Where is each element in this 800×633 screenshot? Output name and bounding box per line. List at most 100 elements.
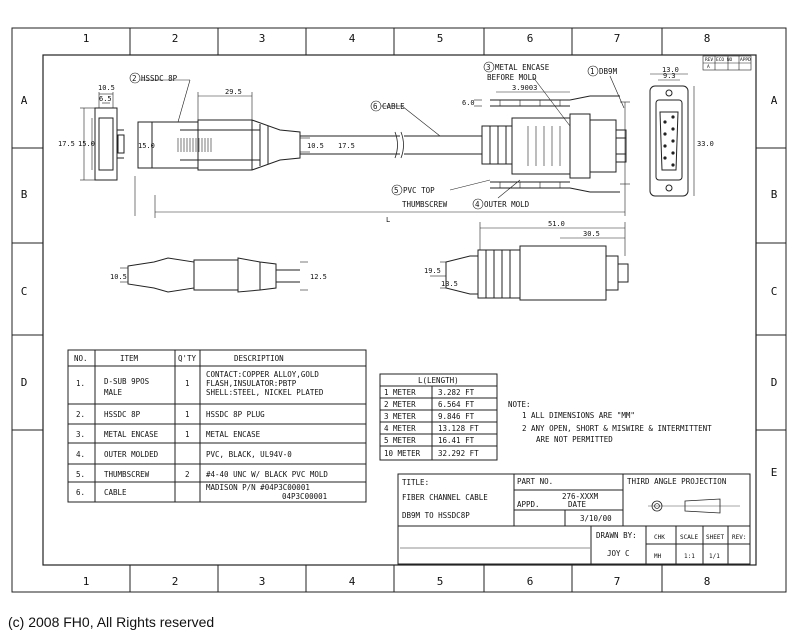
parts-table [67,349,367,503]
col-label: 4 [349,575,356,588]
col-label: 7 [614,32,621,45]
length-feet: 6.564 FT [438,400,475,409]
title-block [397,473,751,565]
parts-row-desc: SHELL:STEEL, NICKEL PLATED [206,388,324,397]
rev-label: REV: [732,534,746,541]
dim-13-0: 13.0 [662,66,679,74]
dim-51-0: 51.0 [548,220,565,228]
parts-row-item: THUMBSCREW [104,470,150,479]
parts-header-no: NO. [74,354,88,363]
dim-29-5: 29.5 [225,88,242,96]
sheet-label: SHEET [706,534,724,541]
callout-pvc-top: 5 PVC TOP [394,186,435,195]
callout-hssdc: 2 HSSDC 8P [132,74,178,83]
col-label: 5 [437,32,444,45]
chk-label: CHK [654,534,665,541]
parts-row-no: 4. [76,450,85,459]
row-label: A [21,94,28,107]
parts-row-qty: 2 [185,470,190,479]
length-feet: 3.282 FT [438,388,475,397]
callout-db9m: 1 DB9M [590,67,618,76]
parts-row-item: OUTER MOLDED [104,450,159,459]
length-meter: 3 METER [384,412,416,421]
parts-row-no: 3. [76,430,85,439]
parts-header-desc: DESCRIPTION [234,354,284,363]
dim-6-0: 6.0 [462,99,475,107]
parts-row-no: 5. [76,470,85,479]
db9-front-view [649,73,695,197]
db9-lower-view [430,222,629,301]
parts-row-desc: FLASH,INSULATOR:PBTP [206,379,297,388]
outer-border [11,27,787,593]
dim-15-0: 15.0 [138,142,155,150]
rev-col-label: ECO NO [716,57,733,63]
col-label: 1 [83,32,90,45]
dim-13-5: 13.5 [441,280,458,288]
col-label: 2 [172,32,179,45]
parts-row-item: HSSDC 8P [104,410,141,419]
drawn-by-value: JOY C [607,549,630,558]
row-label: A [771,94,778,107]
dim-12-5: 12.5 [310,273,327,281]
hssdc-lower-view [120,257,308,293]
db9-dim-lines [154,91,630,218]
row-label: C [21,285,28,298]
col-label: 2 [172,575,179,588]
row-label: C [771,285,778,298]
part-no-label: PART NO. [517,477,553,486]
hssdc-end-view [80,92,125,181]
parts-header-qty: Q'TY [178,354,197,363]
col-label: 1 [83,575,90,588]
col-label: 5 [437,575,444,588]
parts-header-item: ITEM [120,354,139,363]
appd-label: APPD. [517,500,540,509]
parts-row-desc: MADISON P/N #04P3C00001 [206,483,310,492]
hssdc-plug-side-view [137,119,482,171]
date-label: DATE [568,500,587,509]
row-label: D [21,376,28,389]
drawing-title-2: DB9M TO HSSDC8P [402,511,470,520]
parts-row-item: METAL ENCASE [104,430,159,439]
rev-col-label: REV [705,57,713,63]
parts-row-desc: PVC, BLACK, UL94V-0 [206,450,292,459]
callout-metal-encase: 3 METAL ENCASE [486,63,550,72]
dim-9-3: 9.3 [663,72,676,80]
length-feet: 16.41 FT [438,436,475,445]
rev-col-label: APPD [740,57,751,63]
row-label: B [21,188,28,201]
dim-17-5-mid: 17.5 [338,142,355,150]
parts-row-item: MALE [104,388,123,397]
projection-symbol [648,498,740,514]
length-meter: 2 METER [384,400,416,409]
parts-row-desc: CONTACT:COPPER ALLOY,GOLD [206,370,319,379]
dim-19-5: 19.5 [424,267,441,275]
dim-17-5-side: 17.5 [58,140,75,148]
col-label: 3 [259,32,266,45]
parts-row-qty: 1 [185,430,190,439]
length-meter: 5 METER [384,436,416,445]
parts-row-item: D-SUB 9POS [104,377,150,386]
part-no-value: 276-XXXM [562,492,599,501]
callout-leaders [129,61,625,210]
parts-row-no: 1. [76,379,85,388]
row-label: D [771,376,778,389]
length-table [379,373,498,461]
scale-label: SCALE [680,534,698,541]
revision-box [702,55,752,71]
copyright-notice: (c) 2008 FH0, All Rights reserved [8,614,215,630]
sheet-value: 1/1 [709,553,720,560]
length-meter: 1 METER [384,388,416,397]
col-label: 6 [527,32,534,45]
notes-title: NOTE: [508,400,531,409]
scale-value: 1:1 [684,553,695,560]
dim-10-5-top: 10.5 [98,84,115,92]
length-meter: 4 METER [384,424,416,433]
parts-row-desc: 04P3C00001 [282,492,327,501]
length-feet: 13.128 FT [438,424,479,433]
drawn-by-label: DRAWN BY: [596,531,637,540]
dim-15-0-side: 15.0 [78,140,95,148]
col-label: 8 [704,32,711,45]
parts-row-desc: #4-40 UNC W/ BLACK PVC MOLD [206,470,328,479]
db9-pins [663,115,675,167]
